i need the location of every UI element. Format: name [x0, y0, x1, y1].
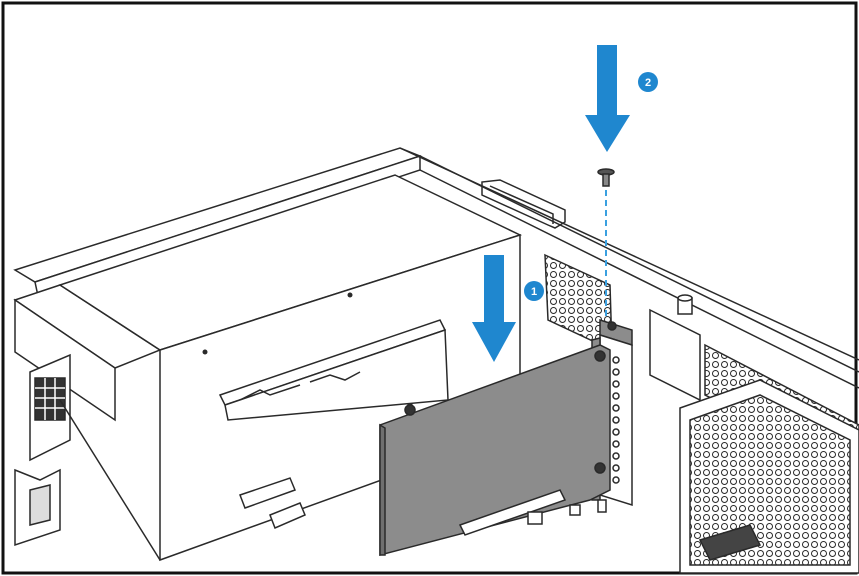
down-arrow-icon [472, 255, 516, 362]
lower-left-bracket [14, 468, 306, 547]
chassis-handle [481, 179, 566, 229]
down-arrow-icon [585, 45, 630, 152]
card-standoffs [404, 350, 606, 474]
psu-vent-grille [34, 377, 66, 421]
step-badge-icon: 1 [524, 281, 544, 301]
step-badge-icon: 2 [638, 72, 658, 92]
rail-screw-post [677, 294, 693, 315]
card-gold-finger [458, 489, 607, 536]
expansion-card [379, 344, 611, 556]
screw-icon [597, 168, 615, 187]
fan-vent-lower [679, 379, 859, 574]
step-1-number: 1 [531, 286, 537, 298]
riser-slot [218, 319, 449, 421]
power-supply-unit [13, 284, 162, 462]
step-2-number: 2 [645, 77, 651, 89]
